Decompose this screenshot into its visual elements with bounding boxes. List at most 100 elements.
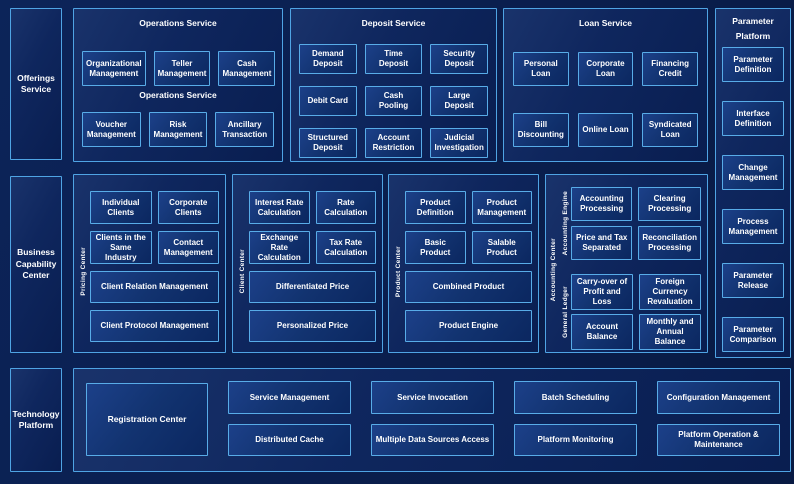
box-registration-center: Registration Center: [86, 383, 208, 456]
box-foreign-currency-revaluation: Foreign Currency Revaluation: [639, 274, 701, 310]
box-service-management: Service Management: [228, 381, 351, 414]
box-product-management: Product Management: [471, 191, 532, 224]
box-bill-discounting: Bill Discounting: [513, 113, 569, 147]
box-contact-management: Contact Management: [157, 231, 219, 264]
box-service-invocation: Service Invocation: [371, 381, 494, 414]
box-personal-loan: Personal Loan: [513, 52, 569, 86]
client-small-grid: Interest Rate Calculation Rate Calculati…: [249, 191, 376, 264]
box-product-definition: Product Definition: [405, 191, 466, 224]
box-distributed-cache: Distributed Cache: [228, 424, 351, 456]
box-configuration-management: Configuration Management: [657, 381, 780, 414]
panel-operations-service: Operations Service Organizational Manage…: [73, 8, 283, 162]
box-basic-product: Basic Product: [405, 231, 466, 264]
box-combined-product: Combined Product: [405, 271, 532, 303]
operations-row-1: Organizational Management Teller Managem…: [74, 51, 282, 86]
box-salable-product: Salable Product: [471, 231, 532, 264]
box-product-engine: Product Engine: [405, 310, 532, 342]
box-online-loan: Online Loan: [577, 113, 634, 147]
box-clients-same-industry: Clients in the Same Industry: [90, 231, 152, 264]
rail-offerings-service: Offerings Service: [10, 8, 62, 160]
parameter-platform-title-line1: Parameter: [732, 16, 774, 26]
box-interface-definition: Interface Definition: [722, 101, 784, 136]
box-financing-credit: Financing Credit: [642, 52, 698, 86]
box-clearing-processing: Clearing Processing: [638, 187, 701, 221]
rail-business-capability-center: Business Capability Center: [10, 176, 62, 353]
deposit-grid: Demand Deposit Time Deposit Security Dep…: [291, 44, 496, 158]
box-security-deposit: Security Deposit: [430, 44, 488, 74]
box-time-deposit: Time Deposit: [364, 44, 423, 74]
box-carry-over-profit-loss: Carry-over of Profit and Loss: [571, 274, 633, 310]
box-monthly-annual-balance: Monthly and Annual Balance: [639, 314, 701, 350]
box-accounting-processing: Accounting Processing: [571, 187, 633, 221]
box-differentiated-price: Differentiated Price: [249, 271, 376, 303]
box-interest-rate-calculation: Interest Rate Calculation: [249, 191, 310, 224]
panel-client-center: Client Center Interest Rate Calculation …: [232, 174, 383, 353]
parameter-platform-title-line2: Platform: [735, 31, 771, 41]
box-platform-operation-maintenance: Platform Operation & Maintenance: [657, 424, 780, 456]
box-parameter-comparison: Parameter Comparison: [722, 317, 784, 352]
box-judicial-investigation: Judicial Investigation: [430, 128, 488, 158]
accounting-engine-vertical-label: Accounting Engine: [561, 191, 569, 256]
box-structured-deposit: Structured Deposit: [299, 128, 357, 158]
tech-col-1: Service Management Distributed Cache: [228, 381, 351, 456]
box-large-deposit: Large Deposit: [430, 86, 488, 116]
box-voucher-management: Voucher Management: [82, 112, 141, 147]
tech-col-2: Service Invocation Multiple Data Sources…: [371, 381, 494, 456]
box-tax-rate-calculation: Tax Rate Calculation: [315, 231, 376, 264]
box-rate-calculation: Rate Calculation: [315, 191, 376, 224]
box-demand-deposit: Demand Deposit: [299, 44, 357, 74]
accounting-engine-section: Accounting Engine Accounting Processing …: [559, 187, 701, 260]
box-risk-management: Risk Management: [148, 112, 208, 147]
panel-parameter-platform: Parameter Platform Parameter Definition …: [715, 8, 791, 358]
product-small-grid: Product Definition Product Management Ba…: [405, 191, 532, 264]
box-client-protocol-management: Client Protocol Management: [90, 310, 219, 342]
deposit-service-title: Deposit Service: [361, 18, 426, 28]
box-batch-scheduling: Batch Scheduling: [514, 381, 637, 414]
parameter-platform-stack: Parameter Definition Interface Definitio…: [716, 47, 790, 352]
box-individual-clients: Individual Clients: [90, 191, 152, 224]
box-ancillary-transaction: Ancillary Transaction: [215, 112, 274, 147]
box-process-management: Process Management: [722, 209, 784, 244]
accounting-center-vertical-label: Accounting Center: [550, 237, 557, 302]
box-price-and-tax-separated: Price and Tax Separated: [571, 226, 633, 260]
panel-product-center: Product Center Product Definition Produc…: [388, 174, 539, 353]
pricing-center-vertical-label: Pricing Center: [80, 247, 87, 296]
box-exchange-rate-calculation: Exchange Rate Calculation: [249, 231, 310, 264]
panel-deposit-service: Deposit Service Demand Deposit Time Depo…: [290, 8, 497, 162]
panel-technology-platform: Registration Center Service Management D…: [73, 368, 791, 472]
box-platform-monitoring: Platform Monitoring: [514, 424, 637, 456]
box-reconciliation-processing: Reconciliation Processing: [638, 226, 701, 260]
general-ledger-vertical-label: General Ledger: [561, 286, 569, 338]
box-account-restriction: Account Restriction: [364, 128, 423, 158]
box-organizational-management: Organizational Management: [82, 51, 146, 86]
operations-service-mid-title: Operations Service: [139, 90, 217, 100]
rail-technology-platform: Technology Platform: [10, 368, 62, 472]
box-corporate-clients: Corporate Clients: [157, 191, 219, 224]
box-multiple-data-sources-access: Multiple Data Sources Access: [371, 424, 494, 456]
general-ledger-section: General Ledger Carry-over of Profit and …: [559, 274, 701, 350]
box-syndicated-loan: Syndicated Loan: [642, 113, 698, 147]
panel-loan-service: Loan Service Personal Loan Corporate Loa…: [503, 8, 708, 162]
panel-pricing-center: Pricing Center Individual Clients Corpor…: [73, 174, 226, 353]
box-debit-card: Debit Card: [299, 86, 357, 116]
box-account-balance: Account Balance: [571, 314, 633, 350]
operations-row-2: Voucher Management Risk Management Ancil…: [74, 112, 282, 147]
operations-service-title: Operations Service: [139, 18, 217, 28]
box-parameter-release: Parameter Release: [722, 263, 784, 298]
box-client-relation-management: Client Relation Management: [90, 271, 219, 303]
tech-col-4: Configuration Management Platform Operat…: [657, 381, 780, 456]
pricing-small-grid: Individual Clients Corporate Clients Cli…: [90, 191, 219, 264]
client-center-vertical-label: Client Center: [239, 249, 246, 294]
box-corporate-loan: Corporate Loan: [577, 52, 634, 86]
loan-service-title: Loan Service: [579, 18, 632, 28]
box-personalized-price: Personalized Price: [249, 310, 376, 342]
product-center-vertical-label: Product Center: [395, 245, 402, 298]
panel-accounting-center: Accounting Center Accounting Engine Acco…: [545, 174, 708, 353]
box-change-management: Change Management: [722, 155, 784, 190]
box-cash-pooling: Cash Pooling: [364, 86, 423, 116]
box-cash-management: Cash Management: [218, 51, 276, 86]
box-parameter-definition: Parameter Definition: [722, 47, 784, 82]
box-teller-management: Teller Management: [153, 51, 211, 86]
loan-grid: Personal Loan Corporate Loan Financing C…: [504, 52, 707, 147]
